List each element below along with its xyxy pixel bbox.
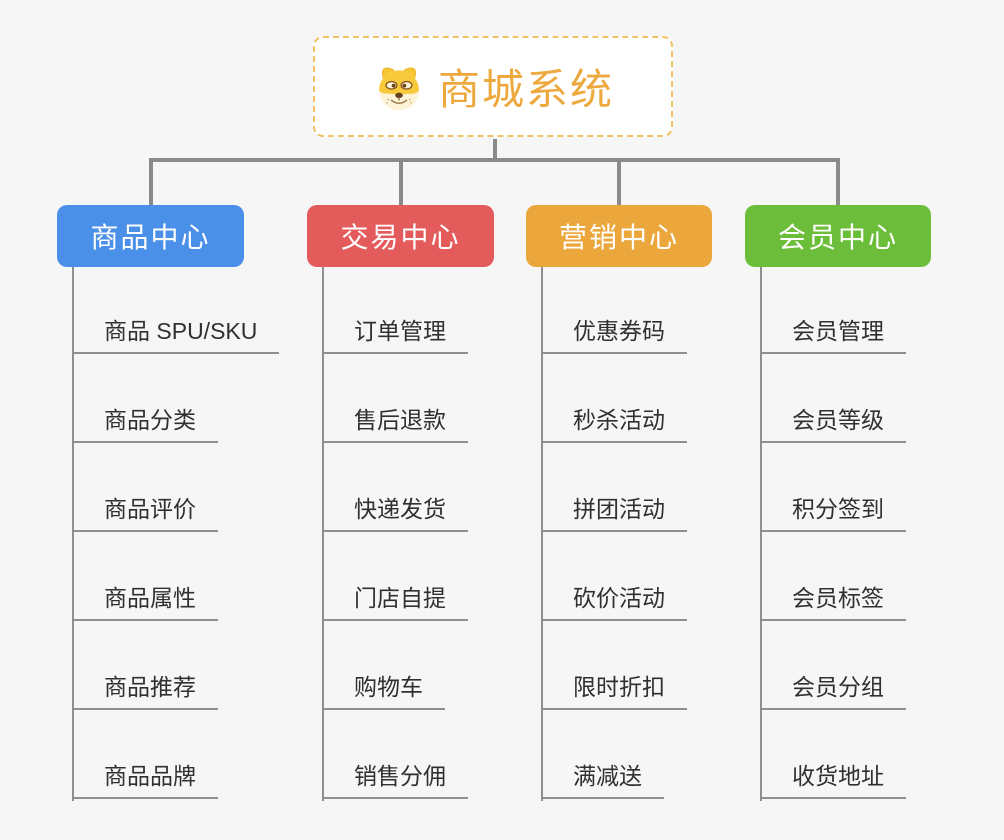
branch-node-3[interactable]: 会员中心 — [745, 205, 931, 267]
branch-node-1[interactable]: 交易中心 — [307, 205, 494, 267]
leaf-node[interactable]: 商品评价 — [72, 494, 218, 532]
leaf-node[interactable]: 门店自提 — [322, 583, 468, 621]
branch-trunk-line — [72, 267, 74, 801]
leaf-node[interactable]: 购物车 — [322, 672, 445, 710]
leaf-node[interactable]: 商品品牌 — [72, 761, 218, 799]
leaf-node[interactable]: 会员管理 — [760, 316, 906, 354]
leaf-node[interactable]: 销售分佣 — [322, 761, 468, 799]
branch-node-2[interactable]: 营销中心 — [526, 205, 712, 267]
leaf-node[interactable]: 商品属性 — [72, 583, 218, 621]
leaf-node[interactable]: 限时折扣 — [541, 672, 687, 710]
leaf-node[interactable]: 拼团活动 — [541, 494, 687, 532]
leaf-node[interactable]: 商品分类 — [72, 405, 218, 443]
dog-face-icon — [372, 62, 426, 112]
leaf-node[interactable]: 会员分组 — [760, 672, 906, 710]
leaf-node[interactable]: 砍价活动 — [541, 583, 687, 621]
leaf-node[interactable]: 满减送 — [541, 761, 664, 799]
connector-horizontal — [149, 158, 840, 162]
connector-branch-drop — [836, 160, 840, 205]
connector-branch-drop — [617, 160, 621, 205]
leaf-node[interactable]: 积分签到 — [760, 494, 906, 532]
leaf-node[interactable]: 订单管理 — [322, 316, 468, 354]
leaf-node[interactable]: 收货地址 — [760, 761, 906, 799]
branch-trunk-line — [322, 267, 324, 801]
leaf-node[interactable]: 商品推荐 — [72, 672, 218, 710]
leaf-node[interactable]: 快递发货 — [322, 494, 468, 532]
connector-branch-drop — [399, 160, 403, 205]
leaf-node[interactable]: 商品 SPU/SKU — [72, 316, 280, 354]
branch-trunk-line — [760, 267, 762, 801]
root-node-label: 商城系统 — [437, 66, 614, 113]
leaf-node[interactable]: 会员等级 — [760, 405, 906, 443]
root-node[interactable]: 商城系统 — [313, 36, 673, 137]
branch-node-0[interactable]: 商品中心 — [57, 205, 244, 267]
branch-trunk-line — [541, 267, 543, 801]
leaf-node[interactable]: 售后退款 — [322, 405, 468, 443]
connector-branch-drop — [149, 160, 153, 205]
connector-root-stub — [493, 139, 497, 162]
leaf-node[interactable]: 优惠券码 — [541, 316, 687, 354]
leaf-node[interactable]: 会员标签 — [760, 583, 906, 621]
leaf-node[interactable]: 秒杀活动 — [541, 405, 687, 443]
